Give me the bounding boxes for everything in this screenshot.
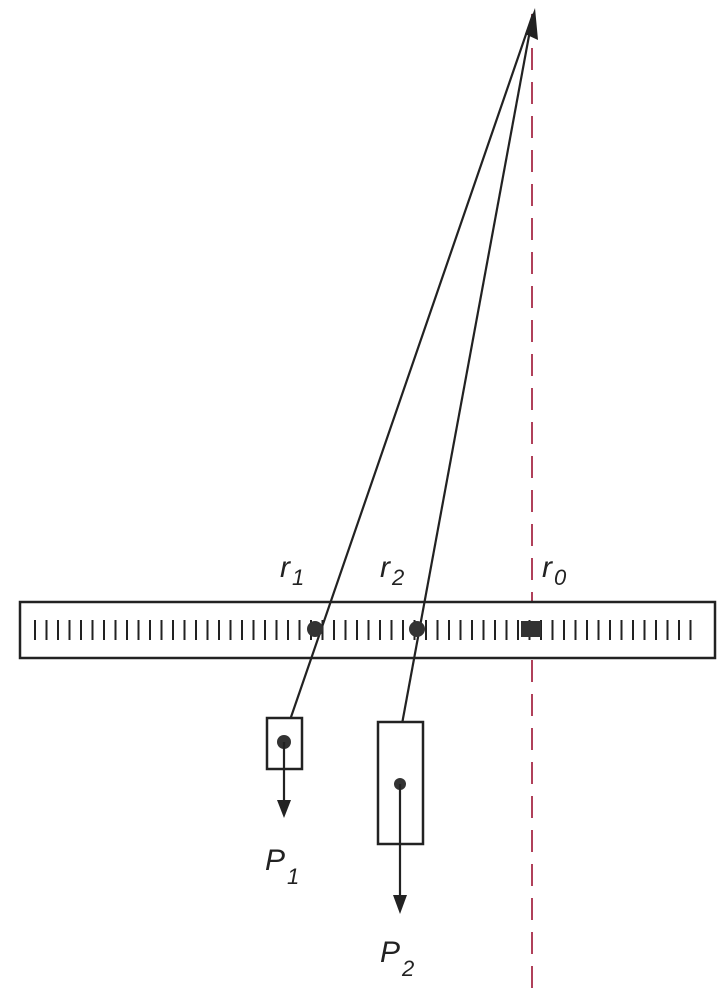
- suspension-line-1: [288, 13, 535, 721]
- label-p2: P2: [380, 936, 414, 981]
- label-r2: r2: [380, 551, 404, 590]
- label-r1: r1: [280, 551, 304, 590]
- force-arrow-2-head: [393, 895, 407, 914]
- force-arrow-1-head: [277, 800, 291, 818]
- point-r0: [521, 621, 541, 637]
- label-p1: P1: [265, 844, 299, 889]
- point-r1: [307, 621, 323, 637]
- point-r2: [409, 621, 425, 637]
- suspension-line-2: [400, 13, 535, 725]
- label-r0: r0: [542, 551, 567, 590]
